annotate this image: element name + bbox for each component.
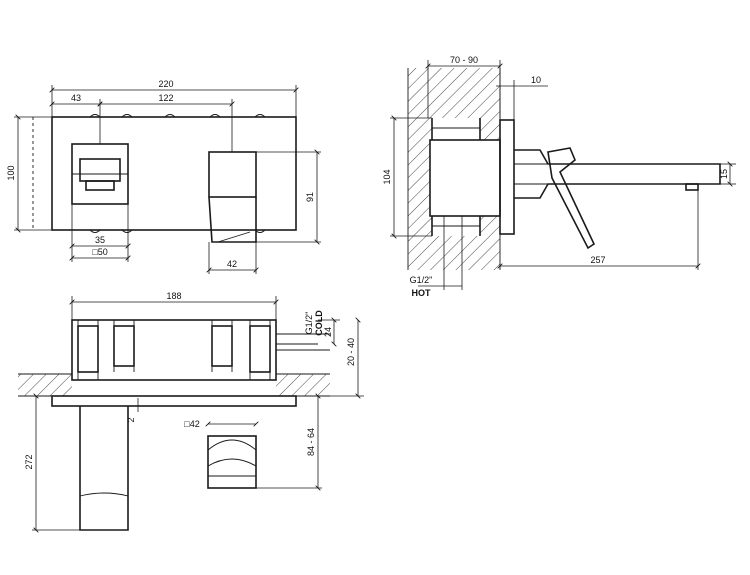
front-view: 220 43 122 100 91 35 □50 42 [6,79,321,274]
dim-overall-width: 220 [158,79,173,89]
dim-plan-width: 188 [166,291,181,301]
plan-spout [79,406,129,531]
dim-body-height: 104 [382,169,392,184]
plan-view: 188 G1/2" COLD 24 20 - 40 2 □42 272 84 -… [18,291,364,530]
hot-label: HOT [412,288,432,298]
dim-spout-width: 42 [227,259,237,269]
dim-spout-length: 272 [24,454,34,469]
dim-height: 100 [6,165,16,180]
dim-embed-range: 20 - 40 [346,338,356,366]
dim-spout-square: □42 [184,419,199,429]
dim-wall-range: 70 - 90 [450,55,478,65]
dim-plate-thickness: 10 [531,75,541,85]
spout-body [208,151,257,198]
dim-projection: 257 [590,255,605,265]
side-lever [547,147,596,250]
dim-spout-height: 91 [305,192,315,202]
dim-spout-offset-range: 84 - 64 [306,428,316,456]
dim-handle-width: 35 [95,235,105,245]
side-view: 70 - 90 10 104 15 257 G1/2" HOT [382,55,736,298]
wall-plate [51,116,297,231]
dim-pipe-offset: 24 [323,327,333,337]
dim-gap: 2 [126,417,136,422]
plan-plate [51,395,297,407]
dim-spout-offset: 122 [158,93,173,103]
dim-spout-tip: 15 [719,169,729,179]
side-spout [514,149,721,199]
dim-handle-offset: 43 [71,93,81,103]
cold-connection: G1/2" [304,312,314,335]
plan-handle [207,435,257,489]
hot-connection: G1/2" [410,275,433,285]
dim-handle-square: □50 [92,247,107,257]
handle-lever [79,158,121,182]
cold-label: COLD [314,310,324,336]
side-plate [499,119,515,235]
